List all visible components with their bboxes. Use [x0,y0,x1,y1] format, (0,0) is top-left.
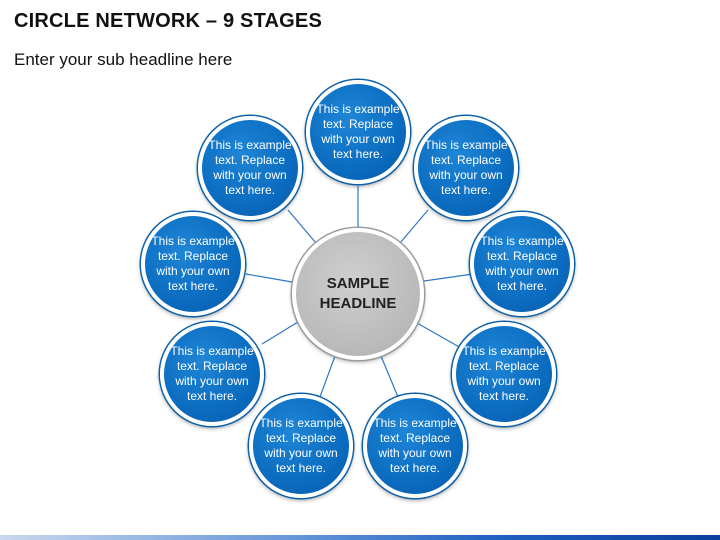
stage-node-1: This is example text. Replace with your … [306,80,410,184]
stage-node-2: This is example text. Replace with your … [414,116,518,220]
page-subtitle: Enter your sub headline here [14,50,233,69]
stage-node-text: This is example text. Replace with your … [373,416,457,475]
stage-node-text: This is example text. Replace with your … [480,234,564,293]
stage-node-text: This is example text. Replace with your … [462,344,546,403]
connector-line-2 [399,209,429,244]
connector-line-3 [423,273,474,282]
connector-line-6 [319,355,336,398]
stage-node-text: This is example text. Replace with your … [316,102,400,161]
connector-line-7 [261,321,299,345]
stage-node-text: This is example text. Replace with your … [424,138,508,197]
stage-node-3: This is example text. Replace with your … [470,212,574,316]
connector-line-4 [416,322,462,349]
stage-node-4: This is example text. Replace with your … [452,322,556,426]
stage-node-9: This is example text. Replace with your … [198,116,302,220]
center-hub-line-2: HEADLINE [319,295,397,312]
center-hub-line-1: SAMPLE [326,275,390,292]
connector-line-8 [245,273,293,283]
stage-node-text: This is example text. Replace with your … [259,416,343,475]
stage-node-8: This is example text. Replace with your … [141,212,245,316]
stage-node-text: This is example text. Replace with your … [151,234,235,293]
bottom-accent-bar [0,535,720,540]
stage-node-6: This is example text. Replace with your … [249,394,353,498]
center-hub: SAMPLE HEADLINE [292,228,424,360]
stage-node-7: This is example text. Replace with your … [160,322,264,426]
connector-line-9 [287,209,317,244]
stage-node-text: This is example text. Replace with your … [208,138,292,197]
center-hub-label: SAMPLE HEADLINE [303,274,413,314]
connector-line-5 [380,355,399,398]
stage-node-5: This is example text. Replace with your … [363,394,467,498]
page-title: CIRCLE NETWORK – 9 STAGES [14,10,322,32]
stage-node-text: This is example text. Replace with your … [170,344,254,403]
